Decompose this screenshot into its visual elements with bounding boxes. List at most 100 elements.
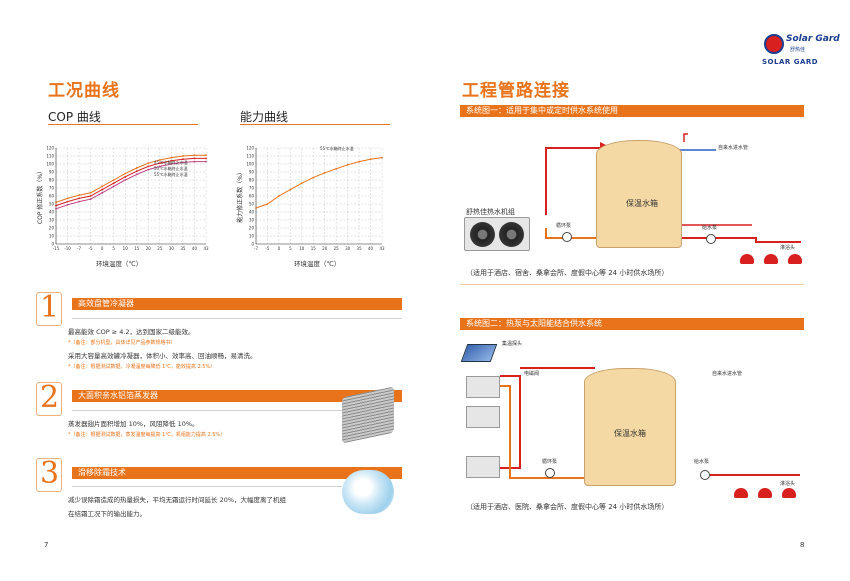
data-point <box>147 168 150 171</box>
system2-bar: 系统图二：热泵与太阳能结合供水系统 <box>460 318 804 330</box>
feature-2-numbox <box>36 382 62 416</box>
y-tick-label: 10 <box>49 234 55 239</box>
shower-head-icon <box>788 254 802 264</box>
y-tick-label: 50 <box>49 202 55 207</box>
data-point <box>55 204 57 207</box>
x-tick-label: 5 <box>289 246 292 251</box>
data-point <box>205 157 207 160</box>
data-point <box>135 173 138 176</box>
series-line <box>55 161 206 210</box>
page-number-right: 8 <box>800 541 805 549</box>
data-point <box>346 163 349 166</box>
system2-cycle-pump: 循环泵 <box>542 459 558 465</box>
data-point <box>112 179 115 181</box>
section-title-piping: 工程管路连接 <box>462 81 570 101</box>
cop-xlabel: 环境温度（℃） <box>96 260 143 268</box>
x-tick-label: 30 <box>345 246 351 251</box>
cop-title-underline <box>48 124 198 125</box>
shower-head-icon <box>740 254 754 264</box>
x-tick-label: -15 <box>53 246 60 251</box>
divider <box>72 318 402 319</box>
x-tick-label: -5 <box>265 246 269 251</box>
data-point <box>158 162 161 165</box>
data-point <box>300 182 303 185</box>
x-tick-label: 43 <box>203 246 209 251</box>
data-point <box>89 195 92 197</box>
data-point <box>135 167 138 169</box>
feature-3-bar: 滑移除霜技术 <box>72 467 402 479</box>
data-point <box>101 191 104 194</box>
supply-pipe <box>710 474 800 476</box>
data-point <box>205 154 207 157</box>
heat-pump-unit-2 <box>466 406 500 428</box>
data-point <box>205 160 207 163</box>
logo-cn: 舒热佳 <box>790 47 806 53</box>
y-tick-label: 20 <box>249 226 255 231</box>
data-point <box>255 207 257 209</box>
logo-globe-icon <box>764 34 784 54</box>
feature-1-number: 1 <box>40 290 60 325</box>
y-tick-label: 80 <box>249 178 255 183</box>
system2-desc: （适用于酒店、医院、桑拿会所、度假中心等 24 小时供水场所） <box>466 503 669 511</box>
system1-shower: 淋浴头 <box>780 245 796 251</box>
system1-tank <box>596 140 682 248</box>
x-tick-label: 20 <box>146 246 152 251</box>
feature-2-note1: *（备注：根据测试数据，蒸发温度每提高 1℃，机组能力提高 2.5%） <box>68 432 226 438</box>
y-tick-label: 20 <box>49 226 55 231</box>
heat-pump-unit-3 <box>466 456 500 478</box>
system1-bar: 系统图一：适用于集中或定时供水系统使用 <box>460 105 804 117</box>
data-point <box>124 175 127 178</box>
system2-tank-label: 保温水箱 <box>614 429 646 438</box>
feature-3-number: 3 <box>40 456 60 491</box>
feature-2-bar: 大面积亲水铝箔蒸发器 <box>72 390 402 402</box>
feature-3-line2: 在结霜工况下的输出能力。 <box>68 510 146 518</box>
legend-entry: 55℃水箱终止水温 <box>320 145 354 151</box>
x-tick-label: 15 <box>311 246 317 251</box>
data-point <box>147 162 150 165</box>
data-point <box>78 194 80 197</box>
x-tick-label: 0 <box>101 246 104 251</box>
data-point <box>312 176 315 179</box>
data-point <box>112 185 115 188</box>
cycle-pump-icon <box>562 232 572 242</box>
y-tick-label: 80 <box>49 178 55 183</box>
x-tick-label: 43 <box>379 246 385 251</box>
divider <box>72 410 342 411</box>
system2-inlet: 自来水进水管 <box>712 371 743 377</box>
shower-head-icon <box>758 488 772 498</box>
data-point <box>289 188 292 191</box>
data-point <box>193 157 196 160</box>
feature-1-line2: 采用大容量高效罐冷凝器，体积小、效率高、回油顺畅，易清洗。 <box>68 352 257 360</box>
y-tick-label: 10 <box>249 234 255 239</box>
x-tick-label: -10 <box>64 246 71 251</box>
capacity-curve-title: 能力曲线 <box>240 110 289 124</box>
solar-panel-icon <box>460 344 498 362</box>
shower-head-icon <box>734 488 748 498</box>
x-tick-label: 35 <box>180 246 186 251</box>
data-point <box>158 165 161 168</box>
data-point <box>170 159 173 162</box>
section-title-curves: 工况曲线 <box>48 81 120 101</box>
cycle-pump-icon <box>545 468 555 478</box>
y-tick-label: 50 <box>249 202 255 207</box>
data-point <box>147 165 150 168</box>
data-point <box>170 156 173 159</box>
shower-head-icon <box>782 488 796 498</box>
y-tick-label: 0 <box>251 242 254 247</box>
system1-tank-label: 保温水箱 <box>626 199 658 208</box>
y-tick-label: 110 <box>46 154 54 159</box>
system2-supply-pump: 给水泵 <box>694 459 710 465</box>
system1-unit-label: 舒热佳热水机组 <box>466 208 515 216</box>
logo-mark: Solar Gard <box>786 34 840 44</box>
data-point <box>266 203 269 205</box>
x-tick-label: 10 <box>123 246 129 251</box>
x-tick-label: 5 <box>112 246 115 251</box>
fan-icon <box>499 222 524 247</box>
y-tick-label: 120 <box>246 146 254 151</box>
system2-pipes <box>500 367 595 479</box>
system2-valve: 电磁阀 <box>524 371 540 377</box>
data-point <box>170 163 173 165</box>
divider <box>72 486 342 487</box>
y-axis-label: 能力修正系数（%） <box>236 169 244 223</box>
cap-xlabel: 环境温度（℃） <box>294 260 341 268</box>
